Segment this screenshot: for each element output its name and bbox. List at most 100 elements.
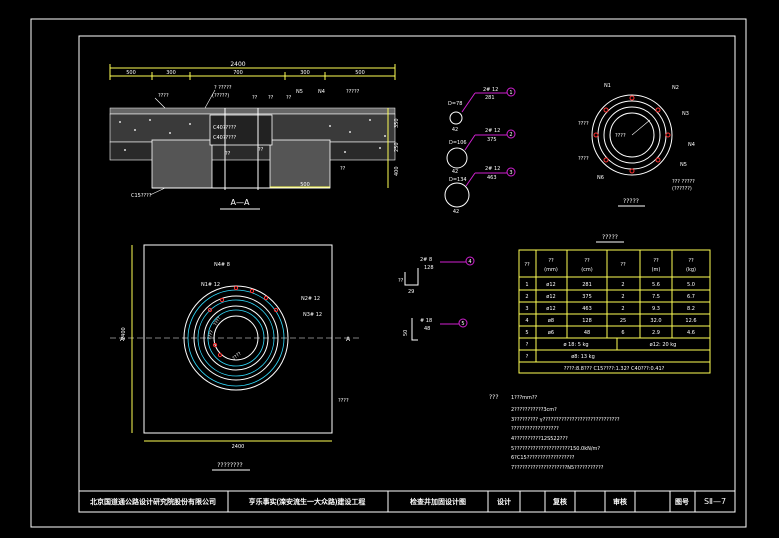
plan-height: 2400 <box>121 327 127 340</box>
table-cell: 32.0 <box>650 318 661 324</box>
notes-title: ??? <box>489 394 499 401</box>
table-cell: 5.6 <box>652 282 660 288</box>
label-3: ?? <box>252 95 258 101</box>
table-cell: 48 <box>584 330 590 336</box>
plan-label-1: N1# 12 <box>201 282 220 288</box>
table-cell: ø6 <box>548 330 554 336</box>
title-block: 北京国道通公路设计研究院股份有限公司 亨乐事实(滦安流生一大众路)建设工程 检查… <box>79 490 735 512</box>
note-3: ?????????????????? <box>511 426 559 432</box>
ring3-num: 3 <box>509 170 512 176</box>
stirrup1-num: 4 <box>468 259 471 265</box>
table-cell: 6 <box>621 330 624 336</box>
inner-frame <box>78 35 736 513</box>
rd-n6: N6 <box>597 175 604 181</box>
rd-label-7: ???? <box>578 121 589 127</box>
project: 亨乐事实(滦安流生一大众路)建设工程 <box>249 497 366 506</box>
plan-label-4: ???? <box>338 398 349 404</box>
dim-4: 300 <box>300 70 310 76</box>
table-cell: 12.6 <box>685 318 696 324</box>
table-title: ????? <box>602 234 618 241</box>
plan-label-7: ???? <box>231 350 243 361</box>
table-header-cell: (kg) <box>686 267 696 273</box>
ring2-cover: 42 <box>452 169 458 175</box>
rd-n4: N4 <box>688 142 695 148</box>
label-10: C40????? <box>213 135 236 141</box>
rd-label-10: (??????) <box>672 186 692 192</box>
ring1-d: D=78 <box>448 101 462 107</box>
stirrup2-num: 5 <box>461 321 464 327</box>
plan-view: A A 2400 2400 N4# 8 N1# 12 N2# 12 N3# 12… <box>110 244 360 471</box>
table-cell: 281 <box>582 282 592 288</box>
rd-n2: N2 <box>672 85 679 91</box>
ring3-len: 463 <box>487 175 497 181</box>
total2-a: ø8: 13 kg <box>571 354 595 360</box>
table-cell: 463 <box>582 306 592 312</box>
rdim-1: 350 <box>394 118 400 128</box>
ring2-d: D=106 <box>449 140 467 146</box>
table-cell: 5 <box>525 330 528 336</box>
dim-1: 500 <box>126 70 136 76</box>
total1-a: ø 18: 5 kg <box>563 342 588 348</box>
plan-label-6: ???? <box>206 329 215 341</box>
rd-n3: N3 <box>682 111 689 117</box>
rd-n1: N1 <box>604 83 611 89</box>
plan-label-0: N4# 8 <box>214 262 230 268</box>
table-header: ????(mm)??(cm)????(m)??(kg) <box>524 258 696 273</box>
plan-label-3: N3# 12 <box>303 312 322 318</box>
section-title: A—A <box>231 198 250 207</box>
sheet-number: SⅡ—7 <box>704 497 726 506</box>
dim-3: 700 <box>233 70 243 76</box>
review-label: 复核 <box>552 497 567 506</box>
rd-label-6: ???? <box>615 133 626 139</box>
stirrup2-bar: # 18 <box>420 318 432 324</box>
stirrup2-dim: 50 <box>403 330 409 336</box>
ring3-bar: 2# 12 <box>485 166 500 172</box>
plan-mark-left: A <box>120 336 125 343</box>
ring2-len: 375 <box>487 137 497 143</box>
rd-label-8: ???? <box>578 156 589 162</box>
plan-title: ???????? <box>217 462 242 469</box>
label-8: ????? <box>346 89 360 95</box>
rdim-3: 400 <box>394 166 400 176</box>
stirrup-details: 2# 8 128 29 ?? 4 # 18 48 50 5 <box>398 256 475 341</box>
table-cell: 128 <box>582 318 592 324</box>
label-6: N5 <box>296 89 303 95</box>
table-cell: ø12 <box>546 294 555 300</box>
ring-bars: D=78 2# 12 281 1 D=106 2# 12 375 2 42 D=… <box>444 87 516 215</box>
table-cell: 7.5 <box>652 294 660 300</box>
total2-label: ? <box>526 354 529 360</box>
plan-width: 2400 <box>232 444 245 450</box>
table-header-cell: ?? <box>584 258 590 264</box>
table-cell: 4 <box>525 318 528 324</box>
table-cell: 4.6 <box>687 330 695 336</box>
label-5: ?? <box>286 95 292 101</box>
table-cell: 5.0 <box>687 282 695 288</box>
rdim-2: 250 <box>394 142 400 152</box>
company: 北京国道通公路设计研究院股份有限公司 <box>90 497 216 506</box>
table-cell: 2 <box>621 306 624 312</box>
label-14: C15???? <box>131 193 152 199</box>
table-cell: ø8 <box>548 318 554 324</box>
label-2: (?????) <box>212 93 229 99</box>
ring3-d: D=134 <box>449 177 467 183</box>
table-header-cell: ?? <box>653 258 659 264</box>
table-header-cell: (mm) <box>544 267 558 273</box>
sheet-label: 图号 <box>675 497 689 506</box>
stirrup1-dim2: ?? <box>398 278 404 284</box>
drawing-name: 检查井加固设计图 <box>410 497 466 506</box>
table-header-cell: ?? <box>524 262 530 268</box>
outer-frame <box>30 18 747 528</box>
table-cell: 8.2 <box>687 306 695 312</box>
design-label: 设计 <box>497 497 511 506</box>
table-cell: 2 <box>525 294 528 300</box>
ring1-cover: 42 <box>452 127 458 133</box>
label-7: N4 <box>318 89 325 95</box>
label-11: ?? <box>258 147 264 153</box>
table-cell: 2 <box>621 282 624 288</box>
table-cell: 6.7 <box>687 294 695 300</box>
dim-2: 300 <box>166 70 176 76</box>
label-1: ? ????? <box>214 85 232 91</box>
ring1-num: 1 <box>509 90 512 96</box>
